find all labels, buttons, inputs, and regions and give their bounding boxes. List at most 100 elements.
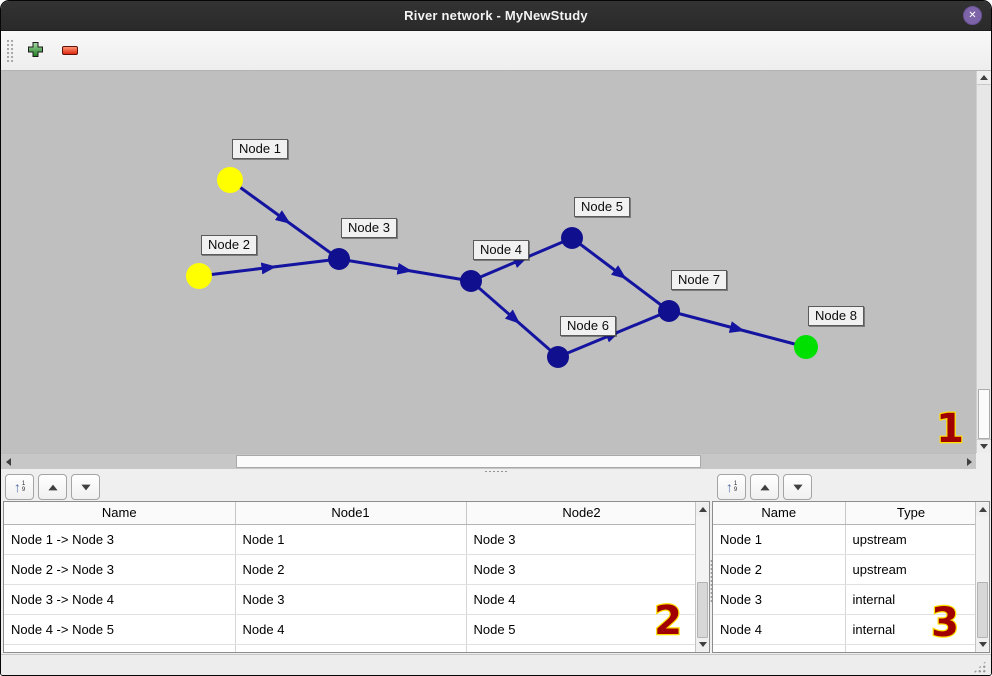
arrow-up-icon <box>698 507 707 512</box>
empty-row <box>713 644 978 652</box>
close-icon: ✕ <box>968 9 977 21</box>
scrollbar-thumb[interactable] <box>977 582 988 638</box>
scroll-down-button[interactable] <box>696 638 709 651</box>
node-node-1[interactable] <box>217 167 243 193</box>
nodes-sort-button[interactable]: ↑ 1 9 <box>717 474 746 500</box>
reaches-move-down-button[interactable] <box>71 474 100 500</box>
node-label-node-3[interactable]: Node 3 <box>341 218 397 238</box>
node-label-node-4[interactable]: Node 4 <box>473 240 529 260</box>
horizontal-splitter[interactable] <box>1 469 991 474</box>
node-label-node-6[interactable]: Node 6 <box>560 316 616 336</box>
edge-node-1-node-3[interactable] <box>229 178 340 261</box>
scroll-right-button[interactable] <box>962 454 976 469</box>
arrow-up-icon <box>978 507 987 512</box>
node-label-node-5[interactable]: Node 5 <box>574 197 630 217</box>
edge-node-4-node-6[interactable] <box>470 279 559 359</box>
table-cell: Node 3 <box>235 584 467 615</box>
column-header[interactable]: Name <box>4 502 236 525</box>
nodes-table-scrollbar[interactable] <box>975 502 989 652</box>
add-button[interactable] <box>21 37 49 65</box>
sort-ascending-icon: ↑ 1 9 <box>13 479 26 495</box>
node-node-5[interactable] <box>561 227 583 249</box>
table-cell: Node 3 <box>713 584 846 615</box>
reaches-table-scrollbar[interactable] <box>695 502 709 652</box>
table-cell: Node 1 <box>713 524 846 555</box>
horizontal-scrollbar-thumb[interactable] <box>236 455 701 468</box>
close-button[interactable]: ✕ <box>963 6 982 25</box>
scroll-down-button[interactable] <box>976 638 989 651</box>
toolbar-drag-handle[interactable] <box>6 38 14 63</box>
edge-node-2-node-3[interactable] <box>198 257 340 278</box>
table-cell: Node 2 <box>235 554 467 585</box>
reaches-move-up-button[interactable] <box>38 474 67 500</box>
node-label-node-2[interactable]: Node 2 <box>201 235 257 255</box>
node-node-7[interactable] <box>658 300 680 322</box>
nodes-table-controls: ↑ 1 9 <box>717 474 812 500</box>
arrow-right-icon <box>966 457 972 466</box>
node-label-node-7[interactable]: Node 7 <box>671 270 727 290</box>
node-node-4[interactable] <box>460 270 482 292</box>
arrow-up-icon <box>759 484 770 490</box>
node-node-3[interactable] <box>328 248 350 270</box>
column-header[interactable]: Name <box>713 502 846 525</box>
canvas-vertical-scrollbar[interactable] <box>976 71 991 453</box>
table-cell: Node 3 -> Node 4 <box>4 584 236 615</box>
table-cell: Node 2 <box>713 554 846 585</box>
table-cell: Node 2 -> Node 3 <box>4 554 236 585</box>
vertical-scrollbar-thumb[interactable] <box>978 389 990 439</box>
empty-row <box>4 644 698 652</box>
column-header[interactable]: Node1 <box>235 502 467 525</box>
node-node-8[interactable] <box>794 335 818 359</box>
table-cell: internal <box>845 584 978 615</box>
table-cell: Node 4 -> Node 5 <box>4 614 236 645</box>
node-label-node-1[interactable]: Node 1 <box>232 139 288 159</box>
edge-node-3-node-4[interactable] <box>338 257 472 283</box>
nodes-move-up-button[interactable] <box>750 474 779 500</box>
nodes-move-down-button[interactable] <box>783 474 812 500</box>
node-label-node-8[interactable]: Node 8 <box>808 306 864 326</box>
scroll-left-button[interactable] <box>1 454 15 469</box>
minus-icon <box>62 46 78 55</box>
table-cell: upstream <box>845 554 978 585</box>
scroll-up-button[interactable] <box>696 503 709 516</box>
edge-node-5-node-7[interactable] <box>571 236 670 313</box>
reaches-sort-button[interactable]: ↑ 1 9 <box>5 474 34 500</box>
table-cell: Node 5 <box>466 614 698 645</box>
resize-grip[interactable] <box>973 660 987 673</box>
titlebar[interactable]: River network - MyNewStudy ✕ <box>1 1 991 31</box>
splitter-handle-dots <box>484 470 508 473</box>
edge-node-7-node-8[interactable] <box>668 309 807 349</box>
column-header[interactable]: Node2 <box>466 502 698 525</box>
table-cell: Node 4 <box>466 584 698 615</box>
vertical-splitter-handle[interactable] <box>710 559 713 603</box>
remove-button[interactable] <box>56 37 84 65</box>
reaches-table-controls: ↑ 1 9 <box>5 474 100 500</box>
node-node-2[interactable] <box>186 263 212 289</box>
arrow-down-icon <box>792 484 803 490</box>
sort-ascending-icon: ↑ 1 9 <box>725 479 738 495</box>
scroll-up-button[interactable] <box>977 71 991 85</box>
table-cell: Node 3 <box>466 524 698 555</box>
table-cell: Node 4 <box>713 614 846 645</box>
column-header[interactable]: Type <box>845 502 978 525</box>
scroll-up-button[interactable] <box>976 503 989 516</box>
canvas-horizontal-scrollbar[interactable] <box>1 453 976 469</box>
scroll-down-button[interactable] <box>977 439 991 453</box>
network-canvas[interactable]: Node 1 Node 2 Node 3 Node 4 Node 5 Node 6 Node… <box>1 71 976 453</box>
arrow-up-icon <box>47 484 58 490</box>
scrollbar-thumb[interactable] <box>697 582 708 638</box>
node-node-6[interactable] <box>547 346 569 368</box>
table-cell: Node 1 -> Node 3 <box>4 524 236 555</box>
network-graph <box>186 167 818 368</box>
